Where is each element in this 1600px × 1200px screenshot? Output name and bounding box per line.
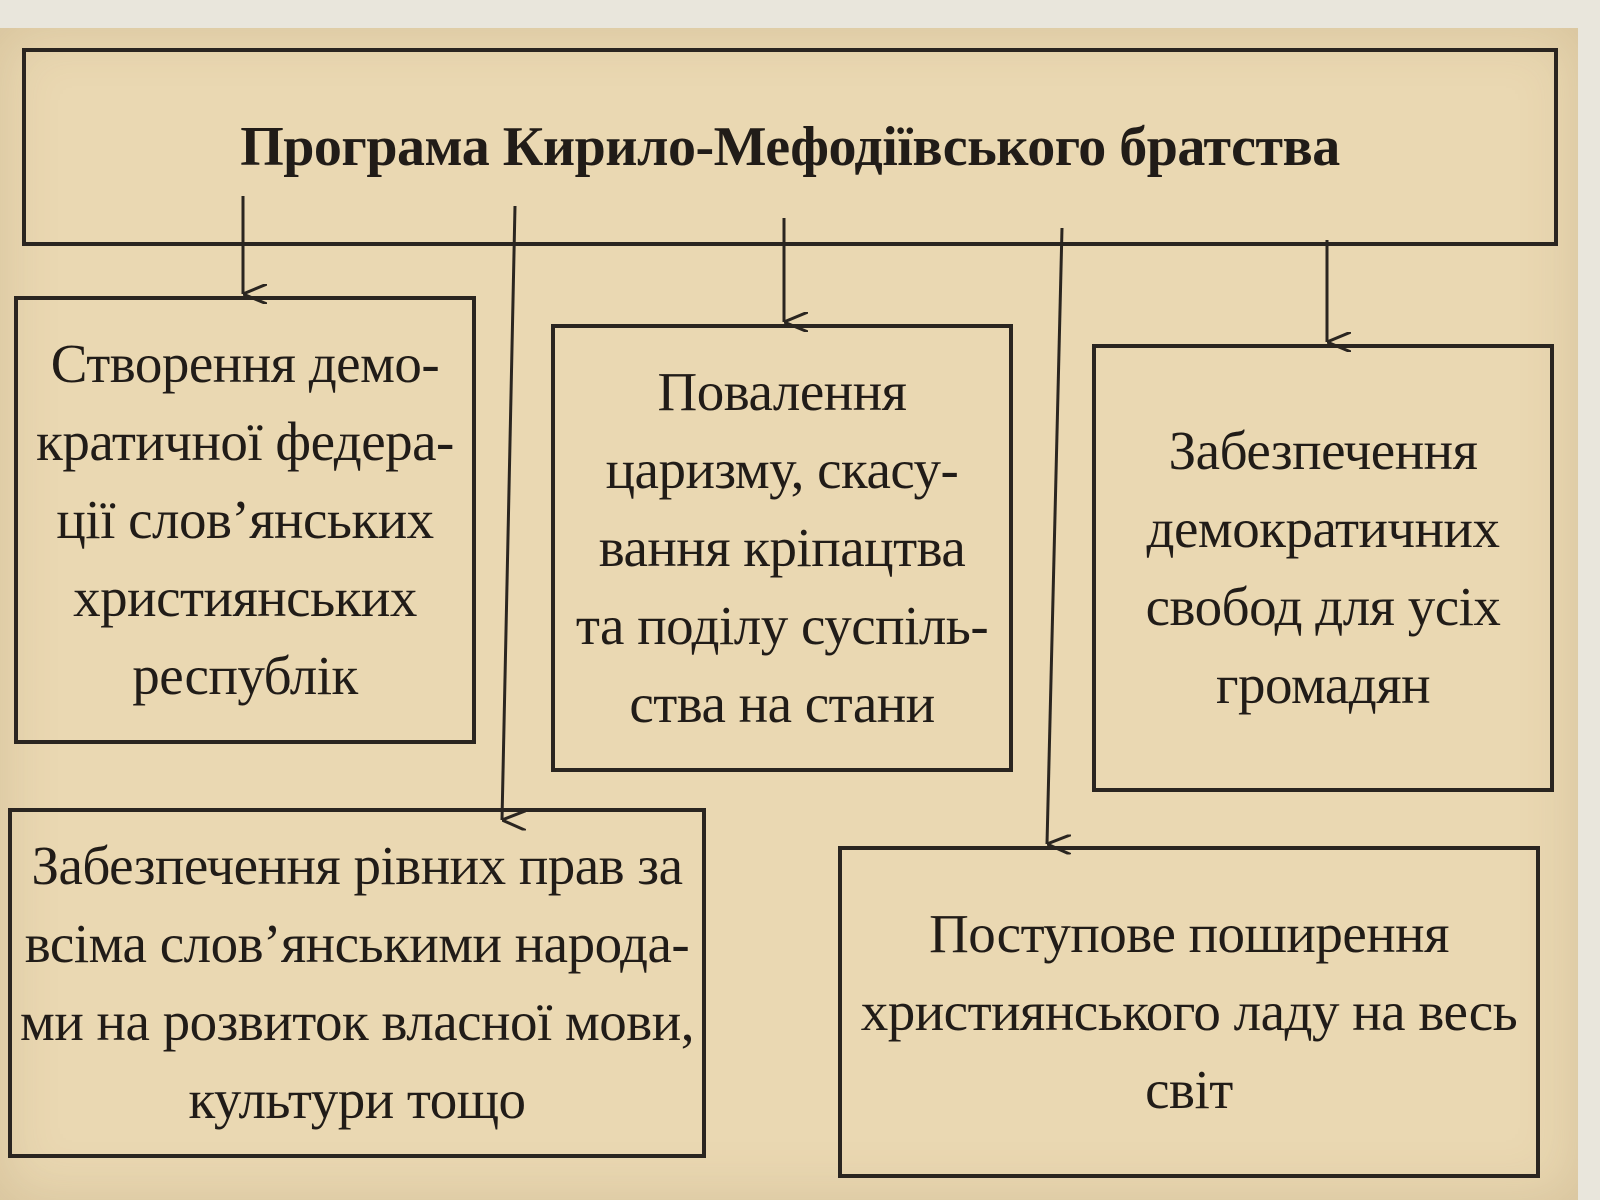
goal-christianity-text: Поступове поширення християнського ладу … <box>860 902 1518 1121</box>
program-title: Програма Кирило-Мефодіївського братства <box>240 116 1340 178</box>
goal-tsarism-box: Повалення царизму, скасу- вання кріпацтв… <box>551 324 1013 772</box>
goal-federation-box: Створення демо- кратичної федера- ції сл… <box>14 296 476 744</box>
goal-tsarism-text: Повалення царизму, скасу- вання кріпацтв… <box>575 360 989 735</box>
arrow-to-equal-rights <box>500 205 515 820</box>
goal-equal-rights-text: Забезпечення рівних прав за всіма слов’я… <box>20 834 694 1131</box>
goal-freedoms-box: Забезпечення демократичних свобод для ус… <box>1092 344 1554 792</box>
goal-freedoms-text: Забезпечення демократичних свобод для ус… <box>1145 419 1501 716</box>
goal-christianity-box: Поступове поширення християнського ладу … <box>838 846 1540 1178</box>
program-title-box: Програма Кирило-Мефодіївського братства <box>22 48 1558 246</box>
paper-background <box>0 28 1578 1200</box>
goal-equal-rights-box: Забезпечення рівних прав за всіма слов’я… <box>8 808 706 1158</box>
goal-federation-text: Створення демо- кратичної федера- ції сл… <box>36 332 454 707</box>
arrow-to-christianity <box>1045 227 1062 844</box>
